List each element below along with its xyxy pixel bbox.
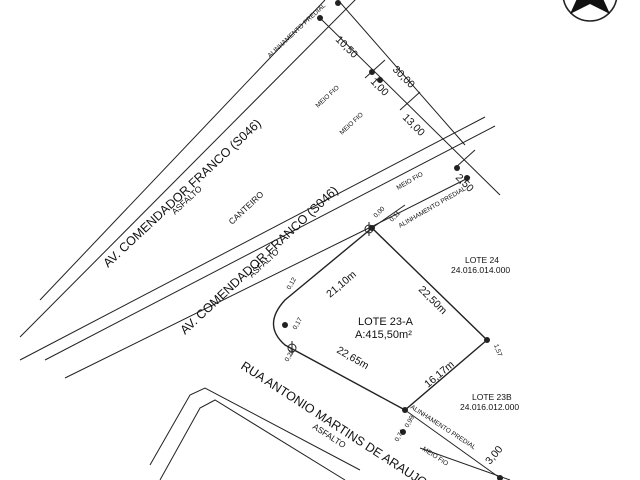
lot-name-main: LOTE 23-A: [358, 316, 414, 328]
vertex-point: [369, 225, 375, 231]
lot-name-23b: LOTE 23B: [472, 392, 512, 402]
north-arrow-icon: [562, 0, 618, 22]
vertex-point: [282, 322, 288, 328]
vertex-point: [400, 429, 406, 435]
vertex-point: [497, 475, 503, 480]
street-line: [64, 224, 376, 379]
dimension-label: 30,00: [390, 64, 417, 91]
dimension-line: [319, 17, 501, 196]
dimension-label: 3,00: [483, 443, 505, 466]
dimension-label: 16,17m: [422, 358, 457, 390]
street-line: [374, 176, 471, 226]
measure-point: [335, 0, 341, 6]
measure-point: [369, 69, 375, 75]
dimension-label: 22,65m: [335, 344, 372, 372]
elevation-label: 1,57: [492, 343, 503, 358]
median-label: CANTEIRO: [227, 189, 266, 227]
dimension-label: 13,00: [400, 112, 427, 139]
elevation-label: 0,00: [372, 205, 386, 219]
alinhamento-label: ALINHAMENTO PREDIAL: [267, 2, 328, 60]
street-line: [19, 0, 356, 338]
dimension-label: 10,50: [333, 34, 360, 61]
lot-code-23b: 24.016.012.000: [460, 402, 519, 412]
street-name-rua: RUA ANTONIO MARTINS DE ARAUJO: [238, 359, 430, 480]
dimension-label: 22,50m: [416, 284, 449, 317]
dimension-label: 1,00: [368, 76, 391, 99]
vertex-point: [484, 337, 490, 343]
elevation-label: 0,17: [292, 316, 305, 331]
dimension-line: [399, 91, 421, 111]
vertex-point: [402, 407, 408, 413]
rua-edge-line: [159, 399, 346, 480]
lot-side-line: [371, 204, 406, 229]
street-line: [39, 0, 326, 301]
dimension-chain: [317, 0, 501, 196]
measure-point: [317, 15, 323, 21]
lot-code-24: 24.016.014.000: [451, 265, 510, 275]
meio-fio-label: MEIO FIO: [396, 171, 425, 192]
measure-point: [454, 165, 460, 171]
lot-area-main: A:415,50m²: [355, 329, 412, 341]
dimension-label: 21,10m: [324, 268, 359, 300]
rua-edge-line: [149, 387, 361, 471]
lot-name-24: LOTE 24: [465, 255, 499, 265]
survey-marker-icon: [364, 222, 374, 236]
meio-fio-label: MEIO FIO: [315, 84, 341, 109]
lot-side-line: [404, 409, 501, 479]
lot-23a-boundary: [272, 204, 503, 480]
measure-point: [377, 77, 383, 83]
dimension-line: [364, 59, 386, 79]
street-line: [19, 116, 486, 361]
street-name-av-upper: AV. COMENDADOR FRANCO (S046): [100, 116, 263, 270]
measure-point: [464, 175, 470, 181]
meio-fio-label: MEIO FIO: [339, 111, 365, 136]
survey-marker-icon: [287, 341, 297, 355]
street-line: [44, 125, 496, 361]
alinhamento-label: ALINHAMENTO PREDIAL: [398, 185, 468, 229]
street-lines: [19, 0, 496, 379]
dimension-line: [454, 149, 476, 169]
lot-boundary-line: [272, 227, 489, 411]
dimension-line: [337, 0, 466, 146]
elevation-label: 0,12: [286, 276, 299, 291]
